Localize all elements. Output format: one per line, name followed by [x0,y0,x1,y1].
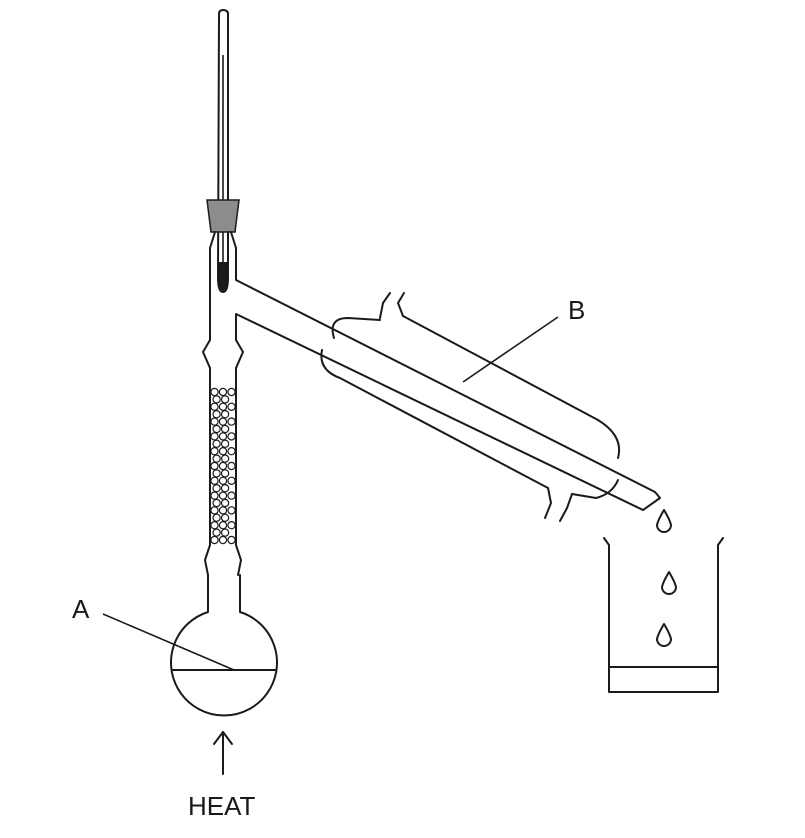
glass-bead [227,461,236,471]
stopper [206,199,240,233]
glass-bead [227,447,236,456]
glass-bead [212,454,221,463]
glass-bead [212,395,221,404]
glass-bead [210,387,219,397]
glass-bead [227,402,236,411]
glass-bead [220,498,230,508]
glass-bead [212,484,221,493]
thermometer-bulb [219,262,227,291]
label-heat: HEAT [188,791,256,821]
glass-bead [227,387,236,397]
glass-bead [210,535,219,545]
glass-bead [220,469,230,478]
heat-arrow-icon [213,731,233,775]
glass-bead [210,447,219,456]
glass-bead [218,491,228,500]
water-outlet [544,487,573,522]
glass-bead [210,491,219,500]
glass-bead [218,432,228,441]
glass-bead [218,461,228,471]
glass-bead [220,424,230,434]
glass-bead [212,439,221,448]
glass-bead [218,387,228,397]
glass-bead [227,432,236,441]
droplet [656,509,672,533]
glass-bead [212,498,221,508]
condenser [320,292,620,522]
droplets [656,509,677,647]
glass-bead [218,535,228,545]
still-head [202,247,656,511]
glass-bead [218,521,228,530]
round-bottom-flask [170,574,278,717]
glass-bead [210,461,219,471]
delivery-tip [642,491,661,511]
glass-bead [212,528,221,537]
glass-bead [227,535,236,545]
label-b: B [568,295,585,325]
glass-bead [220,410,230,419]
glass-bead [218,447,228,456]
glass-beads [210,387,236,545]
glass-bead [227,521,236,530]
glass-bead [218,476,228,485]
glass-bead [212,469,221,478]
glass-bead [210,476,219,485]
glass-bead [220,439,230,448]
fractionating-column [204,367,242,576]
glass-bead [220,513,230,523]
glass-bead [218,402,228,411]
glass-bead [227,417,236,426]
label-b-leader [462,316,559,383]
droplet [656,623,672,647]
glass-bead [218,417,228,426]
label-a: A [72,594,90,624]
glass-bead [210,521,219,530]
glass-bead [210,402,219,411]
glass-bead [210,432,219,441]
glass-bead [212,513,221,523]
droplet [661,571,677,595]
beaker [603,537,724,693]
glass-bead [220,454,230,463]
glass-bead [210,506,219,515]
glass-bead [227,491,236,500]
glass-bead [220,484,230,493]
glass-bead [220,528,230,537]
glass-bead [227,506,236,515]
glass-bead [218,506,228,515]
glass-bead [212,410,221,419]
glass-bead [210,417,219,426]
glass-bead [220,395,230,404]
label-a-leader [102,613,235,671]
water-inlet [379,292,405,319]
thermometer [217,9,229,293]
glass-bead [227,476,236,485]
glass-bead [212,424,221,434]
